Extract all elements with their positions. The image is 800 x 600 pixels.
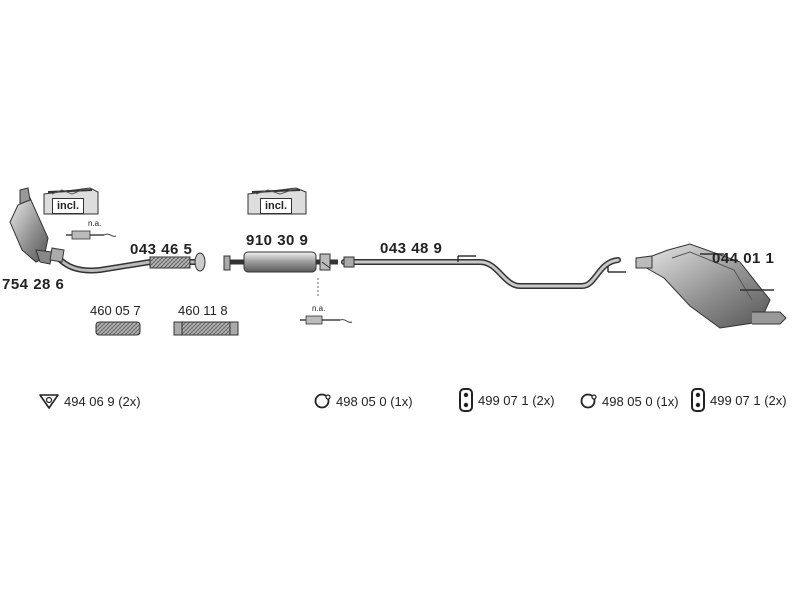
gasket-icon: [39, 394, 59, 409]
part-number-intermediate-pipe: 043 48 9: [380, 240, 443, 257]
catalyst: [9, 187, 53, 265]
part-number-catalyst: 754 28 6: [2, 276, 65, 293]
flex-pipe-1: [95, 321, 141, 336]
legend-label: 498 05 0 (1x): [336, 393, 413, 409]
lambda-sensor-mid: [300, 278, 353, 325]
legend-label: 499 07 1 (2x): [478, 392, 555, 408]
hanger-ring-icon: [580, 393, 597, 409]
legend-item: 498 05 0 (1x): [578, 392, 679, 410]
part-number-middle-silencer: 910 30 9: [246, 232, 309, 249]
legend-item: 499 07 1 (2x): [458, 387, 555, 413]
hanger-ring-icon: [314, 393, 331, 409]
part-number-flex-1: 460 05 7: [90, 303, 141, 318]
incl-label: incl.: [52, 198, 85, 214]
front-pipe: [49, 247, 206, 274]
lambda-sensor-left: [66, 230, 117, 240]
middle-silencer: [223, 251, 338, 273]
part-number-flex-2: 460 11 8: [178, 303, 228, 318]
legend-item: 499 07 1 (2x): [690, 387, 787, 413]
legend-label: 499 07 1 (2x): [710, 392, 787, 408]
part-number-front-pipe: 043 46 5: [130, 241, 193, 258]
incl-label: incl.: [260, 198, 293, 214]
incl-box-mid: incl.: [246, 186, 307, 215]
incl-box-left: incl.: [42, 186, 100, 215]
legend-label: 494 06 9 (2x): [64, 393, 141, 409]
part-number-rear-silencer: 044 01 1: [712, 250, 775, 267]
legend-label: 498 05 0 (1x): [602, 393, 679, 409]
na-label-mid: n.a.: [312, 304, 326, 313]
rubber-mount-icon: [459, 388, 473, 412]
flex-pipe-2: [173, 321, 239, 336]
rubber-mount-icon: [691, 388, 705, 412]
intermediate-pipe: [341, 255, 626, 289]
rear-silencer: [634, 243, 787, 329]
na-label-left: n.a.: [88, 219, 102, 228]
legend-item: 498 05 0 (1x): [312, 392, 413, 410]
legend-item: 494 06 9 (2x): [38, 392, 141, 410]
